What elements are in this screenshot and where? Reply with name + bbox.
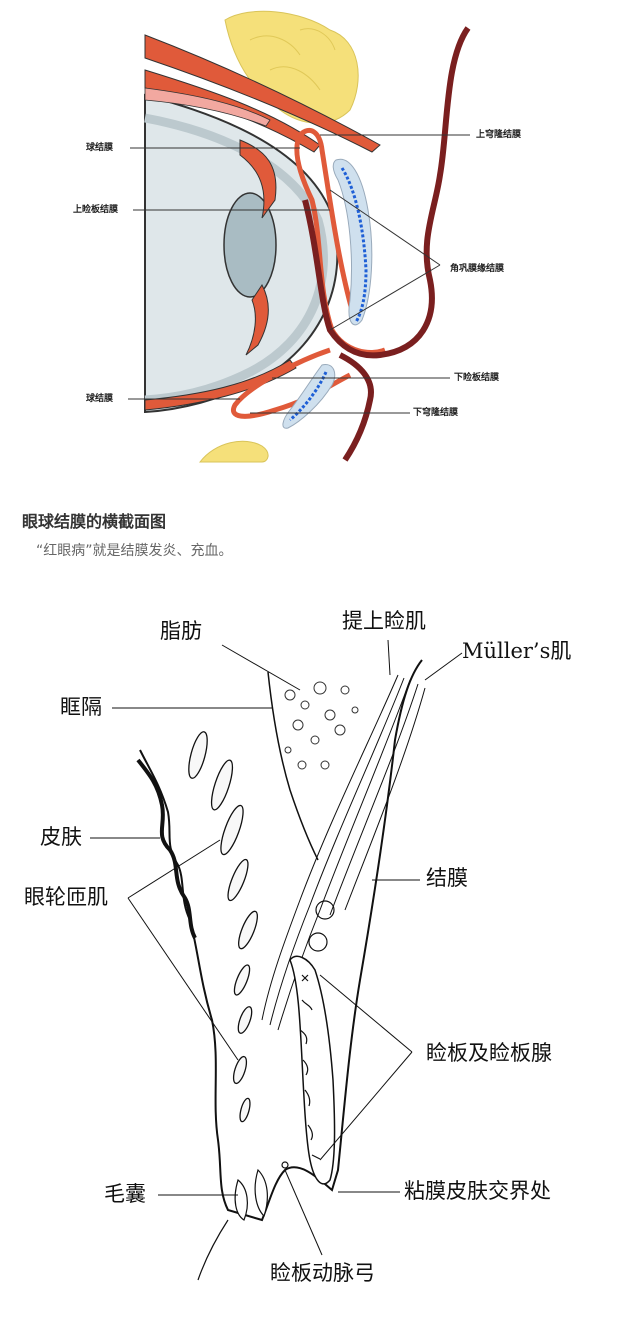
upper-meibomian-gland [332,158,373,326]
levator-fibers [261,674,426,1031]
label-bulbar-conjunctiva-bottom: 球结膜 [86,394,114,404]
tarsal-plate [289,955,336,1185]
upper-eyelid-skin [302,26,471,359]
label-orbicularis: 眼轮匝肌 [24,885,108,909]
iris-lower [245,284,269,356]
lower-meibomian-gland [282,364,336,429]
caption-body: “红眼病”就是结膜发炎、充血。 [36,543,233,559]
eyelid-outline [139,659,423,1222]
figure1-leader-lines [128,134,470,414]
label-superior-fornix-conjunctiva: 上穹隆结膜 [476,130,522,140]
label-fat: 脂肪 [160,619,202,643]
label-mucocutaneous: 粘膜皮肤交界处 [404,1179,551,1203]
label-skin: 皮肤 [40,825,82,849]
label-septum: 眶隔 [60,695,102,719]
lower-eyelid-skin [338,352,374,462]
label-upper-tarsal-conjunctiva: 上睑板结膜 [73,205,119,215]
superior-muscle [144,34,381,153]
label-inferior-fornix-conjunctiva: 下穹隆结膜 [413,408,459,418]
label-follicle: 毛囊 [104,1182,146,1206]
figure2-leader-lines [90,639,463,1256]
eye-cross-section-drawing [128,10,471,463]
orbicularis-bundles [188,731,258,1123]
marginal-arcade [281,1161,289,1169]
label-bulbar-conjunctiva-top: 球结膜 [86,143,114,153]
eyelid-section-figure: 脂肪 提上睑肌 Müller’s肌 眶隔 皮肤 结膜 眼轮匝肌 睑板及睑板腺 粘… [0,580,640,1332]
orbital-fat-bottom [198,440,269,463]
label-lower-tarsal-conjunctiva: 下睑板结膜 [454,373,500,383]
orbital-septum [267,671,319,861]
label-levator: 提上睑肌 [342,609,426,633]
label-tarsus: 睑板及睑板腺 [426,1041,552,1065]
label-conjunctiva: 结膜 [426,866,468,890]
meibomian-glands [299,974,321,1160]
caption-title: 眼球结膜的横截面图 [22,512,167,531]
conjunctiva-cross-section-figure: 球结膜 上睑板结膜 球结膜 上穹隆结膜 角巩膜缘结膜 下睑板结膜 下穹隆结膜 [0,0,640,470]
lens [223,192,277,298]
label-muller: Müller’s肌 [462,639,572,663]
iris-upper [239,139,277,219]
hair-follicle [234,1178,248,1221]
inferior-muscle [144,359,297,411]
fat-lobules [284,681,359,770]
label-limbal-conjunctiva: 角巩膜缘结膜 [450,264,505,274]
eyelid-section-drawing [90,639,463,1281]
skin-surface [136,758,197,939]
label-arcade: 睑板动脉弓 [270,1261,375,1285]
